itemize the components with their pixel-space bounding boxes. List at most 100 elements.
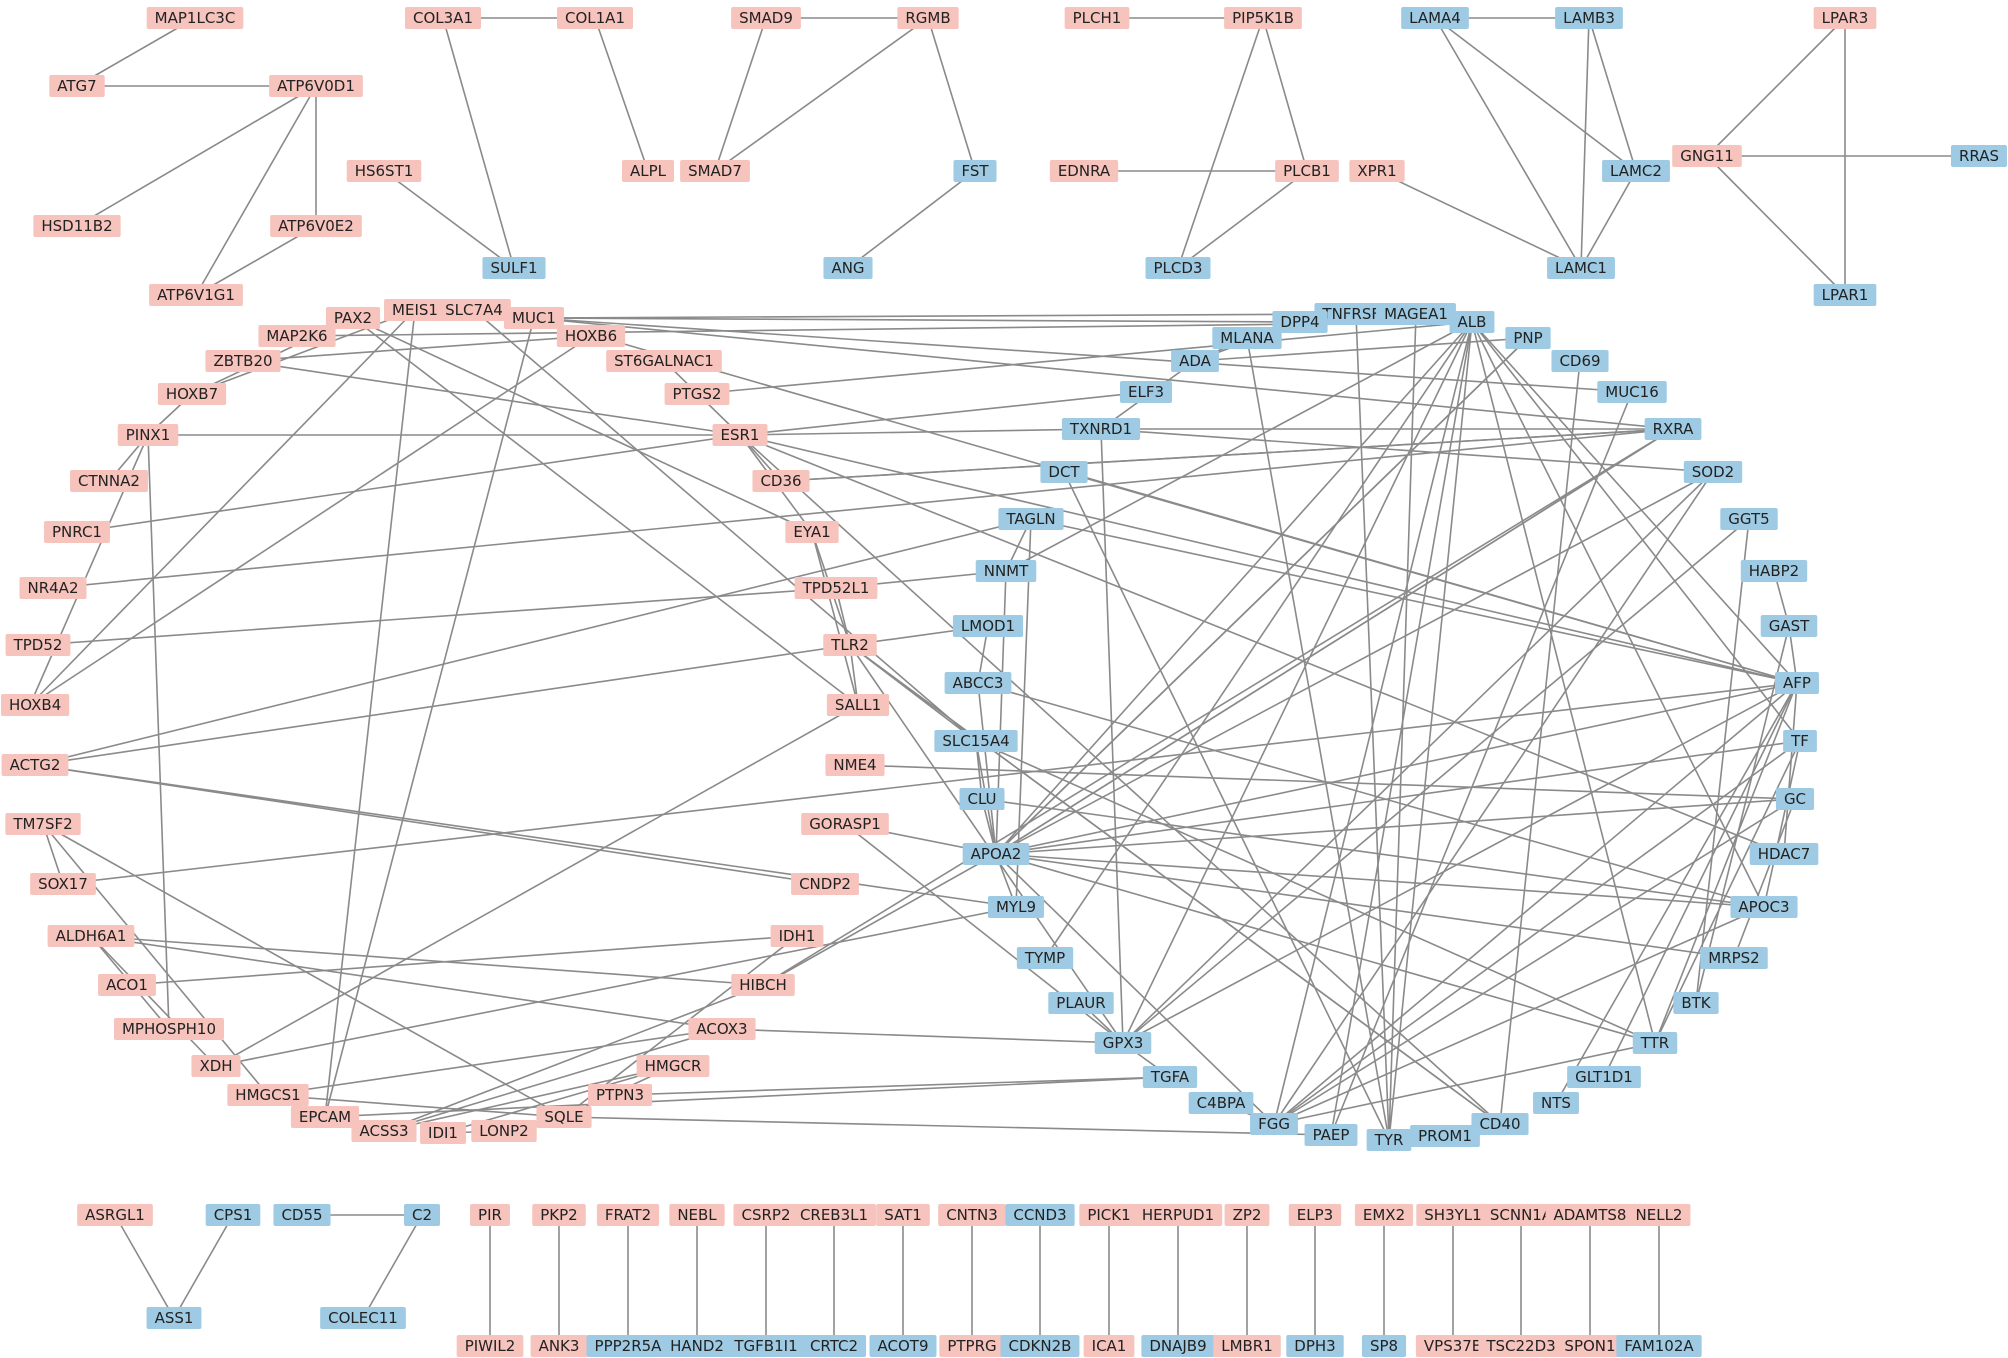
node-tagln[interactable]: TAGLN bbox=[998, 508, 1064, 530]
node-creb3l1[interactable]: CREB3L1 bbox=[791, 1204, 877, 1226]
node-colec11[interactable]: COLEC11 bbox=[320, 1307, 406, 1329]
node-sqle[interactable]: SQLE bbox=[536, 1106, 592, 1128]
node-pir[interactable]: PIR bbox=[470, 1204, 510, 1226]
node-acss3[interactable]: ACSS3 bbox=[351, 1120, 417, 1142]
node-alb[interactable]: ALB bbox=[1449, 311, 1495, 333]
node-btk[interactable]: BTK bbox=[1673, 992, 1719, 1014]
node-ptpn3[interactable]: PTPN3 bbox=[587, 1084, 653, 1106]
node-acot9[interactable]: ACOT9 bbox=[869, 1335, 937, 1357]
node-hand2[interactable]: HAND2 bbox=[662, 1335, 732, 1357]
node-lmod1[interactable]: LMOD1 bbox=[952, 615, 1024, 637]
node-tgfb1i1[interactable]: TGFB1I1 bbox=[726, 1335, 806, 1357]
node-lamb3[interactable]: LAMB3 bbox=[1555, 7, 1623, 29]
node-hmgcs1[interactable]: HMGCS1 bbox=[227, 1084, 309, 1106]
node-atp6v0e2[interactable]: ATP6V0E2 bbox=[270, 215, 362, 237]
node-herpud1[interactable]: HERPUD1 bbox=[1133, 1204, 1223, 1226]
node-gng11[interactable]: GNG11 bbox=[1672, 145, 1742, 167]
node-habp2[interactable]: HABP2 bbox=[1740, 560, 1808, 582]
node-pkp2[interactable]: PKP2 bbox=[532, 1204, 586, 1226]
node-sp8[interactable]: SP8 bbox=[1361, 1335, 1407, 1357]
node-ang[interactable]: ANG bbox=[823, 257, 873, 279]
node-gorasp1[interactable]: GORASP1 bbox=[801, 813, 889, 835]
node-prom1[interactable]: PROM1 bbox=[1410, 1125, 1480, 1147]
node-idi1[interactable]: IDI1 bbox=[420, 1122, 466, 1144]
node-alpl[interactable]: ALPL bbox=[621, 160, 675, 182]
node-smad7[interactable]: SMAD7 bbox=[680, 160, 750, 182]
node-elf3[interactable]: ELF3 bbox=[1119, 381, 1173, 403]
node-frat2[interactable]: FRAT2 bbox=[596, 1204, 660, 1226]
node-slc15a4[interactable]: SLC15A4 bbox=[934, 730, 1018, 752]
node-cd55[interactable]: CD55 bbox=[273, 1204, 331, 1226]
node-epcam[interactable]: EPCAM bbox=[290, 1106, 360, 1128]
node-sulf1[interactable]: SULF1 bbox=[482, 257, 546, 279]
node-lonp2[interactable]: LONP2 bbox=[471, 1120, 537, 1142]
node-tymp[interactable]: TYMP bbox=[1016, 947, 1074, 969]
node-mphosph10[interactable]: MPHOSPH10 bbox=[113, 1018, 225, 1040]
node-hdac7[interactable]: HDAC7 bbox=[1749, 843, 1819, 865]
node-c4bpa[interactable]: C4BPA bbox=[1188, 1092, 1254, 1114]
node-pnp[interactable]: PNP bbox=[1505, 327, 1551, 349]
node-pax2[interactable]: PAX2 bbox=[325, 307, 381, 329]
node-asrgl1[interactable]: ASRGL1 bbox=[77, 1204, 153, 1226]
node-tm7sf2[interactable]: TM7SF2 bbox=[5, 813, 81, 835]
node-hoxb4[interactable]: HOXB4 bbox=[1, 694, 70, 716]
node-fgg[interactable]: FGG bbox=[1250, 1113, 1298, 1135]
node-esr1[interactable]: ESR1 bbox=[712, 424, 768, 446]
node-nr4a2[interactable]: NR4A2 bbox=[19, 577, 87, 599]
node-zbtb20[interactable]: ZBTB20 bbox=[205, 350, 281, 372]
node-glt1d1[interactable]: GLT1D1 bbox=[1567, 1066, 1641, 1088]
node-ica1[interactable]: ICA1 bbox=[1083, 1335, 1135, 1357]
node-lpar1[interactable]: LPAR1 bbox=[1813, 284, 1877, 306]
node-actg2[interactable]: ACTG2 bbox=[1, 754, 69, 776]
node-ptprg[interactable]: PTPRG bbox=[939, 1335, 1005, 1357]
node-dnajb9[interactable]: DNAJB9 bbox=[1141, 1335, 1215, 1357]
node-st6galnac1[interactable]: ST6GALNAC1 bbox=[606, 350, 722, 372]
node-csrp2[interactable]: CSRP2 bbox=[733, 1204, 799, 1226]
node-plaur[interactable]: PLAUR bbox=[1048, 992, 1114, 1014]
node-pick1[interactable]: PICK1 bbox=[1079, 1204, 1139, 1226]
node-ggt5[interactable]: GGT5 bbox=[1720, 508, 1778, 530]
node-slc7a4[interactable]: SLC7A4 bbox=[437, 299, 511, 321]
node-cd69[interactable]: CD69 bbox=[1551, 350, 1609, 372]
node-tpd52[interactable]: TPD52 bbox=[5, 634, 71, 656]
node-afp[interactable]: AFP bbox=[1775, 672, 1819, 694]
node-mlana[interactable]: MLANA bbox=[1212, 327, 1282, 349]
node-cdkn2b[interactable]: CDKN2B bbox=[1000, 1335, 1080, 1357]
node-rgmb[interactable]: RGMB bbox=[897, 7, 959, 29]
node-dpp4[interactable]: DPP4 bbox=[1272, 311, 1328, 333]
node-muc1[interactable]: MUC1 bbox=[504, 307, 564, 329]
node-atg7[interactable]: ATG7 bbox=[49, 75, 105, 97]
node-txnrd1[interactable]: TXNRD1 bbox=[1061, 418, 1141, 440]
node-eya1[interactable]: EYA1 bbox=[785, 521, 839, 543]
node-clu[interactable]: CLU bbox=[959, 788, 1005, 810]
node-sod2[interactable]: SOD2 bbox=[1683, 461, 1743, 483]
node-scnn1a[interactable]: SCNN1A bbox=[1481, 1204, 1561, 1226]
node-hibch[interactable]: HIBCH bbox=[731, 974, 795, 996]
node-tlr2[interactable]: TLR2 bbox=[823, 634, 877, 656]
node-dph3[interactable]: DPH3 bbox=[1286, 1335, 1344, 1357]
node-meis1[interactable]: MEIS1 bbox=[384, 299, 446, 321]
node-abcc3[interactable]: ABCC3 bbox=[944, 672, 1012, 694]
node-ank3[interactable]: ANK3 bbox=[530, 1335, 588, 1357]
node-hoxb7[interactable]: HOXB7 bbox=[157, 383, 227, 405]
node-smad9[interactable]: SMAD9 bbox=[731, 7, 801, 29]
node-lmbr1[interactable]: LMBR1 bbox=[1213, 1335, 1281, 1357]
node-atp6v0d1[interactable]: ATP6V0D1 bbox=[269, 75, 363, 97]
node-col3a1[interactable]: COL3A1 bbox=[405, 7, 481, 29]
node-sh3yl1[interactable]: SH3YL1 bbox=[1416, 1204, 1490, 1226]
node-pinx1[interactable]: PINX1 bbox=[117, 424, 179, 446]
node-nell2[interactable]: NELL2 bbox=[1627, 1204, 1691, 1226]
node-spon1[interactable]: SPON1 bbox=[1556, 1335, 1624, 1357]
node-nebl[interactable]: NEBL bbox=[669, 1204, 725, 1226]
node-sall1[interactable]: SALL1 bbox=[826, 694, 890, 716]
node-sox17[interactable]: SOX17 bbox=[30, 873, 96, 895]
node-tgfa[interactable]: TGFA bbox=[1142, 1066, 1198, 1088]
node-ctnna2[interactable]: CTNNA2 bbox=[70, 470, 148, 492]
node-ccnd3[interactable]: CCND3 bbox=[1005, 1204, 1075, 1226]
node-pip5k1b[interactable]: PIP5K1B bbox=[1224, 7, 1302, 29]
node-c2[interactable]: C2 bbox=[403, 1204, 441, 1226]
node-tyr[interactable]: TYR bbox=[1366, 1129, 1412, 1151]
node-cndp2[interactable]: CNDP2 bbox=[791, 873, 859, 895]
node-aco1[interactable]: ACO1 bbox=[98, 974, 156, 996]
node-ass1[interactable]: ASS1 bbox=[146, 1307, 202, 1329]
